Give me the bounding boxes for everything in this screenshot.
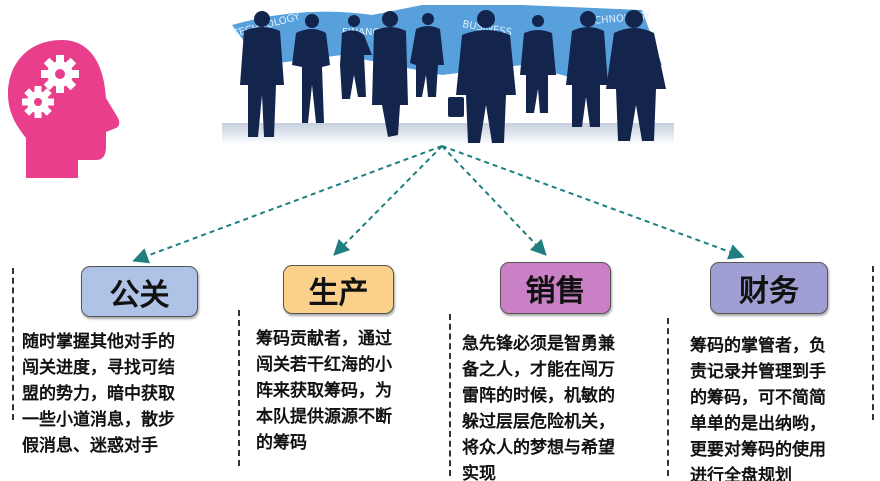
arrow-to-production [333, 145, 443, 256]
divider-line [667, 318, 669, 476]
production-description: 筹码贡献者，通过 闯关若干红海的小 阵来获取筹码，为 本队提供源源不断 的筹码 [256, 329, 392, 453]
finance-label-box: 财务 [710, 262, 828, 314]
business-people-banner-image: TECHNOLOGY FINANCE BUSINESS TECHNOLOGY [222, 5, 674, 145]
arrow-to-pr [132, 145, 443, 264]
banner-word: FINANCE [342, 27, 386, 38]
pr-label-box: 公关 [81, 266, 198, 317]
finance-description: 筹码的掌管者，负 责记录并管理到手 的筹码，可不简简 单单的是出纳哟， 更要对筹… [690, 336, 826, 481]
arrow-to-sales [441, 145, 547, 256]
arrow-to-finance [441, 145, 745, 260]
divider-line [12, 268, 14, 420]
divider-line [872, 266, 874, 420]
divider-line [449, 314, 451, 476]
sales-label-box: 销售 [500, 262, 611, 314]
production-label-box: 生产 [283, 265, 394, 314]
pr-description: 随时掌握其他对手的 闯关进度，寻找可结 盟的势力，暗中获取 一些小道消息，散步 … [22, 332, 175, 456]
divider-line [238, 310, 240, 466]
head-gears-icon [8, 40, 120, 178]
sales-description: 急先锋必须是智勇兼 备之人，才能在闯万 雷阵的时候，机敏的 躲过层层危险机关， … [462, 334, 615, 481]
